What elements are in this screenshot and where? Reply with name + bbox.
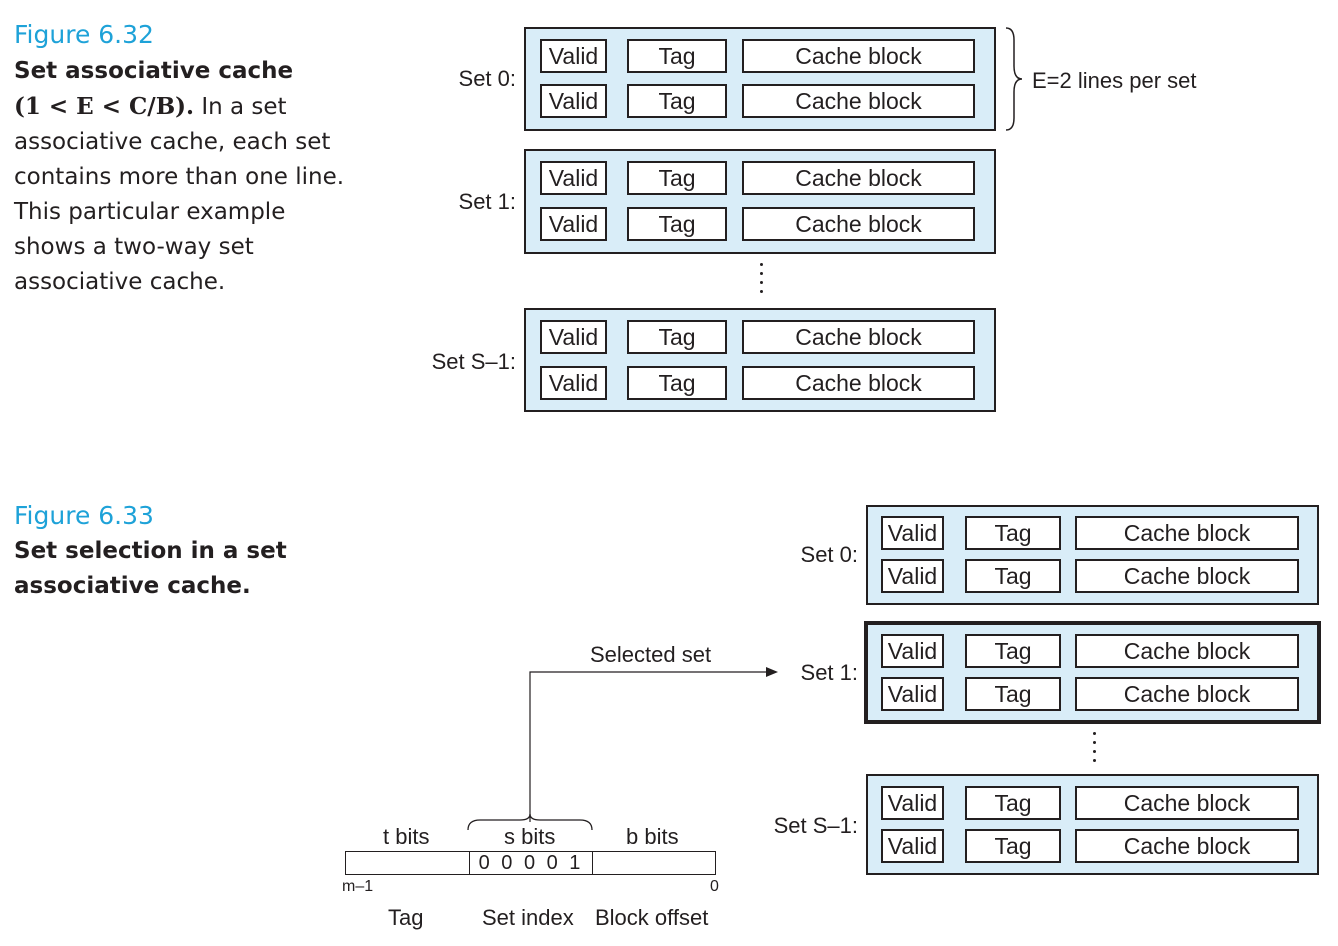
- cache-block-cell: Cache block: [742, 161, 975, 195]
- figure-6-32-caption: Set associative cache (1 < E < C/B). In …: [14, 54, 354, 300]
- tag-cell: Tag: [627, 39, 727, 73]
- tag-field: [345, 851, 470, 875]
- tag-cell: Tag: [965, 829, 1061, 863]
- cache-block-cell: Cache block: [1075, 829, 1299, 863]
- set-label: Set S–1:: [773, 813, 858, 838]
- figure-6-32-body: In a set associative cache, each set con…: [14, 94, 345, 295]
- figure-6-33-title: Set selection in a set associative cache…: [14, 538, 287, 599]
- cache-block-cell: Cache block: [742, 366, 975, 400]
- cache-block-cell: Cache block: [1075, 516, 1299, 550]
- set-label: Set S–1:: [431, 349, 516, 374]
- cache-set-last: Valid Tag Cache block Valid Tag Cache bl…: [866, 774, 1319, 875]
- figure-6-32-title: Set associative cache: [14, 58, 294, 84]
- cache-block-cell: Cache block: [742, 207, 975, 241]
- cache-block-cell: Cache block: [1075, 677, 1299, 711]
- tag-field-label: Tag: [388, 905, 424, 930]
- block-offset-field: [592, 851, 716, 875]
- cache-set-0: Valid Tag Cache block Valid Tag Cache bl…: [866, 505, 1319, 605]
- valid-cell: Valid: [881, 559, 944, 593]
- cache-block-cell: Cache block: [1075, 786, 1299, 820]
- selection-arrow-icon: [529, 667, 778, 822]
- s-bits-label: s bits: [504, 824, 556, 849]
- valid-cell: Valid: [881, 786, 944, 820]
- tag-cell: Tag: [627, 207, 727, 241]
- tag-cell: Tag: [965, 516, 1061, 550]
- cache-block-cell: Cache block: [742, 320, 975, 354]
- vertical-ellipsis-icon: [1093, 732, 1097, 768]
- b-bits-label: b bits: [626, 824, 679, 849]
- tag-cell: Tag: [965, 559, 1061, 593]
- figure-6-32-number: Figure 6.32: [14, 20, 154, 49]
- tag-cell: Tag: [627, 366, 727, 400]
- set-index-field: 0 0 0 0 1: [469, 851, 593, 875]
- selected-set-label: Selected set: [590, 642, 712, 667]
- valid-cell: Valid: [540, 207, 607, 241]
- high-bit-label: m–1: [342, 878, 374, 895]
- figure-6-32-formula: (1 < E < C/B).: [14, 93, 195, 120]
- set-index-label: Set index: [482, 905, 574, 930]
- tag-cell: Tag: [627, 161, 727, 195]
- cache-set-1: Valid Tag Cache block Valid Tag Cache bl…: [524, 149, 996, 254]
- cache-block-cell: Cache block: [1075, 634, 1299, 668]
- cache-block-cell: Cache block: [742, 84, 975, 118]
- cache-set-0: Valid Tag Cache block Valid Tag Cache bl…: [524, 27, 996, 131]
- block-offset-label: Block offset: [595, 905, 709, 930]
- valid-cell: Valid: [881, 634, 944, 668]
- lines-per-set-annotation: E=2 lines per set: [1032, 68, 1196, 94]
- valid-cell: Valid: [540, 39, 607, 73]
- annotation-text: E=2 lines per set: [1032, 68, 1197, 93]
- cache-block-cell: Cache block: [1075, 559, 1299, 593]
- set-label: Set 1:: [458, 189, 516, 214]
- tag-cell: Tag: [965, 786, 1061, 820]
- vertical-ellipsis-icon: [760, 263, 764, 299]
- tag-cell: Tag: [627, 84, 727, 118]
- valid-cell: Valid: [881, 677, 944, 711]
- cache-set-1-selected: Valid Tag Cache block Valid Tag Cache bl…: [864, 621, 1321, 724]
- set-label: Set 0:: [458, 66, 516, 91]
- t-bits-label: t bits: [383, 824, 430, 849]
- valid-cell: Valid: [881, 829, 944, 863]
- valid-cell: Valid: [540, 366, 607, 400]
- set-label: Set 1:: [800, 660, 858, 685]
- valid-cell: Valid: [540, 161, 607, 195]
- tag-cell: Tag: [627, 320, 727, 354]
- valid-cell: Valid: [881, 516, 944, 550]
- figure-6-33-number: Figure 6.33: [14, 501, 154, 530]
- set-label: Set 0:: [800, 542, 858, 567]
- low-bit-label: 0: [710, 878, 719, 895]
- tag-cell: Tag: [965, 634, 1061, 668]
- right-brace-icon: [1005, 27, 1023, 131]
- valid-cell: Valid: [540, 320, 607, 354]
- tag-cell: Tag: [965, 677, 1061, 711]
- cache-block-cell: Cache block: [742, 39, 975, 73]
- cache-set-last: Valid Tag Cache block Valid Tag Cache bl…: [524, 308, 996, 412]
- valid-cell: Valid: [540, 84, 607, 118]
- s-bits-brace-icon: [467, 813, 593, 831]
- figure-6-33-caption: Set selection in a set associative cache…: [14, 534, 314, 604]
